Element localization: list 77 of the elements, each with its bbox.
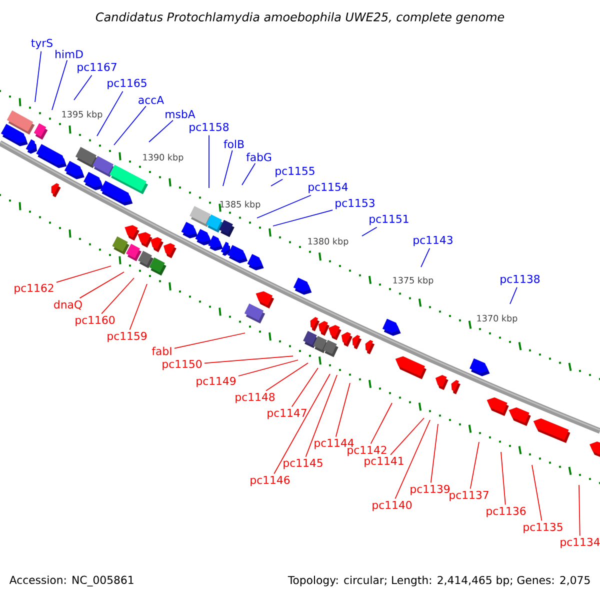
position-label: 1395 kbp (62, 110, 102, 120)
leader-line (532, 464, 542, 522)
position-label: 1375 kbp (393, 276, 434, 286)
leader-line (114, 106, 146, 146)
leader-line (174, 332, 246, 349)
gene-label: pc1158 (190, 122, 229, 134)
leader-line (266, 362, 308, 392)
leader-line (370, 402, 392, 444)
gene-label: pc1136 (486, 506, 526, 518)
leader-line (390, 418, 424, 456)
gene-label: pc1154 (308, 182, 348, 194)
leader-line (79, 272, 124, 298)
gene-label: fabI (152, 346, 172, 356)
leader-line (305, 374, 338, 458)
leader-line (362, 226, 378, 236)
gene-label: folB (224, 140, 244, 148)
gene-label: pc1140 (372, 500, 412, 512)
leader-line (222, 150, 233, 186)
leader-line (242, 162, 256, 186)
gene-label: pc1141 (364, 456, 404, 468)
gene-label: pc1134 (560, 538, 600, 548)
leader-line (270, 178, 284, 186)
gene-label: pc1155 (276, 166, 314, 178)
gene-label: pc1153 (336, 198, 374, 210)
leader-line (101, 278, 134, 314)
gene-label: pc1150 (162, 360, 202, 370)
gene-label: dnaQ (54, 300, 82, 310)
accession-text: Accession: NC_005861 (9, 576, 134, 586)
gene-label: pc1159 (108, 332, 147, 342)
gene-label: pc1135 (524, 522, 562, 534)
leader-line (74, 74, 92, 100)
leader-line (208, 134, 210, 188)
leader-line (274, 374, 330, 474)
position-label: 1380 kbp (308, 238, 348, 246)
genome-info-text: Topology: circular; Length: 2,414,465 bp; Genes: 2,075 (288, 576, 590, 586)
leader-line (430, 424, 438, 484)
gene-label: fabG (246, 152, 272, 162)
leader-line (510, 286, 518, 304)
gene-label: tyrS (31, 38, 52, 50)
position-label: 1385 kbp (220, 200, 260, 210)
leader-line (420, 248, 430, 268)
leader-line (470, 442, 480, 490)
leader-line (96, 90, 124, 136)
leader-line (238, 360, 298, 376)
gene-label: himD (56, 50, 83, 58)
gene-label: pc1149 (196, 376, 236, 388)
gene-label: pc1148 (236, 392, 275, 404)
leader-line (148, 120, 174, 142)
position-label: 1390 kbp (143, 154, 184, 162)
gene-label: pc1160 (76, 316, 115, 326)
leader-line (129, 284, 148, 330)
gene-label: msbA (166, 110, 196, 118)
gene-label: pc1143 (414, 236, 452, 246)
gene-label: pc1165 (108, 78, 146, 90)
leader-line (256, 194, 312, 218)
leader-line (500, 452, 506, 506)
leader-line (34, 50, 42, 102)
leader-line (56, 266, 112, 283)
leader-line (578, 484, 580, 536)
leader-line (291, 368, 318, 408)
gene-label: pc1146 (250, 476, 290, 486)
title: Candidatus Protochlamydia amoebophila UWE25, complete genome (96, 12, 504, 24)
leader-line (272, 210, 334, 226)
leader-line (204, 356, 294, 364)
gene-label: pc1147 (268, 408, 306, 420)
gene-label: pc1151 (370, 214, 408, 226)
gene-label: pc1139 (410, 484, 450, 496)
gene-label: pc1137 (450, 490, 488, 502)
position-label: 1370 kbp (477, 314, 518, 324)
leader-line (394, 420, 430, 500)
gene-label: pc1138 (500, 274, 540, 286)
gene-label: accA (138, 96, 164, 104)
leader-line (335, 382, 350, 438)
gene-label: pc1167 (78, 62, 116, 74)
leader-line (52, 60, 68, 110)
gene-label: pc1145 (284, 458, 322, 470)
gene-label: pc1162 (14, 284, 54, 294)
